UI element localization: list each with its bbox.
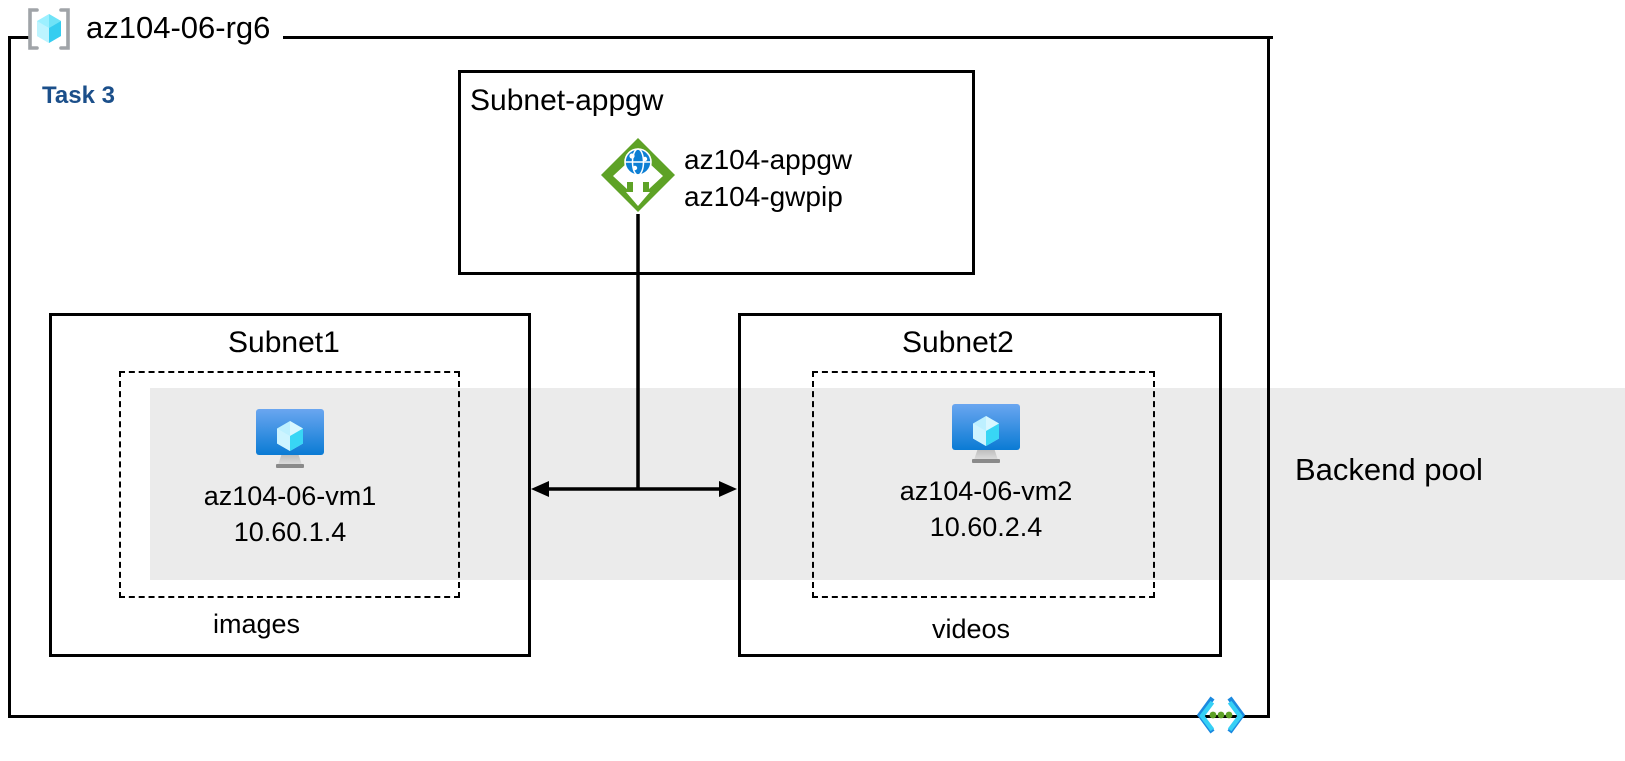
backend-pool-label: Backend pool [1295,452,1483,487]
gwpip-name: az104-gwpip [684,180,843,212]
subnet1-box [49,313,531,657]
task-label: Task 3 [42,82,115,109]
vm2-name: az104-06-vm2 [899,476,1073,506]
subnet2-dashed-group [812,371,1155,598]
vm1-name: az104-06-vm1 [203,481,377,511]
vm1-node: az104-06-vm1 10.60.1.4 [170,405,410,550]
appgw-name: az104-appgw [684,144,853,175]
subnet1-title: Subnet1 [228,326,340,359]
resource-group-icon [26,6,72,52]
subnet-appgw-box [458,70,975,275]
vm2-ip: 10.60.2.4 [929,511,1043,542]
resource-group-border-right-stub [283,36,1273,39]
backend-pool-band [150,388,1625,580]
resource-group-container [8,36,1270,718]
subnet2-box [738,313,1222,657]
subnet-appgw-title: Subnet-appgw [470,84,664,117]
application-gateway-icon [597,134,679,216]
vm2-node: az104-06-vm2 10.60.2.4 [866,400,1106,545]
subnet1-dashed-group [119,371,460,598]
subnet2-storage-label: videos [932,614,1011,644]
subnet2-title: Subnet2 [902,326,1014,359]
application-gateway-labels: az104-appgw az104-gwpip [684,142,852,216]
virtual-machine-icon [256,409,324,468]
subnet1-storage-label: images [213,609,301,639]
vm1-ip: 10.60.1.4 [233,516,347,547]
resource-group-border-left-stub [8,36,30,39]
resource-group-title: az104-06-rg6 [86,10,271,45]
subnet-code-icon [1196,694,1246,736]
virtual-machine-icon [952,404,1020,463]
